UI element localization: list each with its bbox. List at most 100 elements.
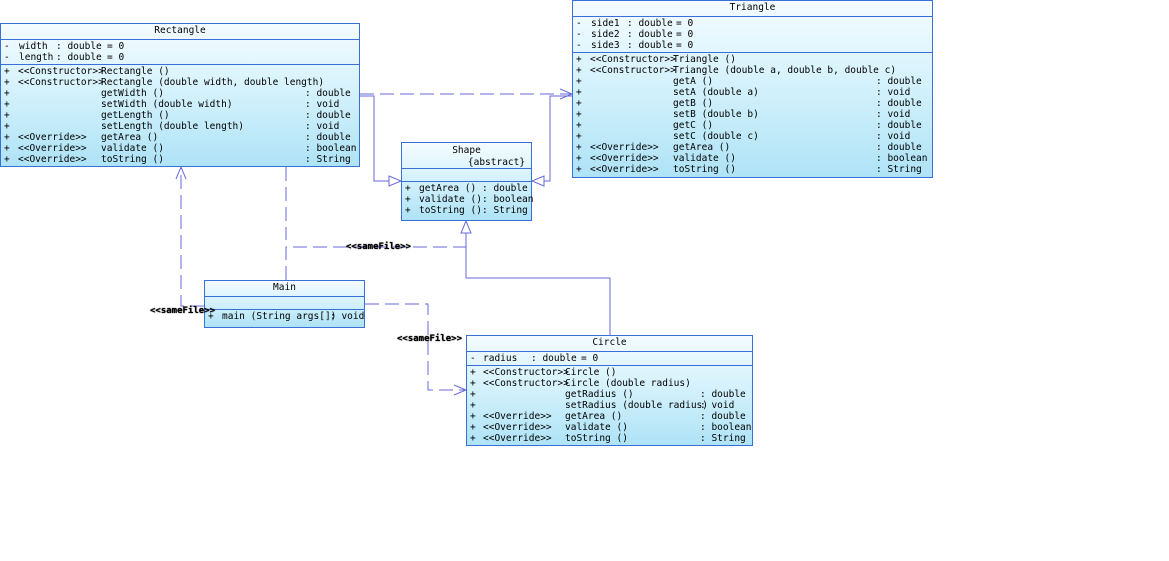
operations-compartment: +<<Constructor>>Circle ()+<<Constructor>… <box>467 366 752 445</box>
visibility-marker: + <box>4 121 10 132</box>
operation-return-type: : double <box>700 389 746 400</box>
class-triangle[interactable]: Triangle -side1: double= 0-side2: double… <box>572 0 933 178</box>
operation-signature: toString () <box>673 164 736 175</box>
attribute-initial-value: = 0 <box>676 29 694 40</box>
operation-signature: Triangle (double a, double b, double c) <box>673 65 897 76</box>
operation-return-type: : void <box>330 311 365 322</box>
operation-row[interactable]: +<<Constructor>>Rectangle () <box>1 66 359 77</box>
class-stereotype: {abstract} <box>467 157 526 168</box>
operation-return-type: : String <box>876 164 922 175</box>
attribute-initial-value: = 0 <box>107 52 125 63</box>
operation-stereotype: <<Override>> <box>18 154 87 165</box>
visibility-marker: + <box>470 367 476 378</box>
operation-signature: Circle (double radius) <box>565 378 691 389</box>
class-circle[interactable]: Circle -radius: double= 0 +<<Constructor… <box>466 335 753 446</box>
operation-return-type: : boolean <box>482 194 534 205</box>
operation-row[interactable]: +getA (): double <box>573 76 932 87</box>
operation-row[interactable]: +<<Override>>validate (): boolean <box>1 143 359 154</box>
operation-row[interactable]: +setB (double b): void <box>573 109 932 120</box>
operation-stereotype: <<Override>> <box>483 411 552 422</box>
operation-stereotype: <<Constructor>> <box>18 77 104 88</box>
attribute-row[interactable]: -side1: double= 0 <box>573 18 932 29</box>
operation-row[interactable]: +setLength (double length): void <box>1 121 359 132</box>
operation-return-type: : void <box>876 131 911 142</box>
attribute-row[interactable]: -radius: double= 0 <box>467 353 752 364</box>
operation-signature: main (String args[]) <box>222 311 337 322</box>
operation-signature: getB () <box>673 98 714 109</box>
operation-row[interactable]: +getRadius (): double <box>467 389 752 400</box>
operation-signature: getArea () <box>565 411 623 422</box>
class-shape[interactable]: Shape {abstract} +getArea (): double+val… <box>401 142 534 221</box>
visibility-marker: + <box>576 131 582 142</box>
class-name: Main <box>205 281 364 297</box>
operation-return-type: : void <box>700 400 735 411</box>
class-rectangle[interactable]: Rectangle -width: double= 0-length: doub… <box>0 23 360 167</box>
operation-signature: setLength (double length) <box>101 121 244 132</box>
operation-row[interactable]: +setA (double a): void <box>573 87 932 98</box>
operation-row[interactable]: +validate (): boolean <box>402 194 534 205</box>
visibility-marker: + <box>4 77 10 88</box>
operation-row[interactable]: +<<Override>>toString (): String <box>1 154 359 165</box>
operation-row[interactable]: +setWidth (double width): void <box>1 99 359 110</box>
operation-return-type: : String <box>305 154 351 165</box>
operation-row[interactable]: +<<Constructor>>Triangle (double a, doub… <box>573 65 932 76</box>
visibility-marker: + <box>576 153 582 164</box>
operation-row[interactable]: +getB (): double <box>573 98 932 109</box>
operation-row[interactable]: +<<Override>>getArea (): double <box>573 142 932 153</box>
operation-signature: toString () <box>565 433 628 444</box>
operation-row[interactable]: +<<Override>>toString (): String <box>467 433 752 444</box>
visibility-marker: + <box>405 205 411 216</box>
generalization-circle-shape <box>465 221 611 335</box>
operation-stereotype: <<Constructor>> <box>590 65 676 76</box>
operation-signature: setA (double a) <box>673 87 759 98</box>
attribute-row[interactable]: -length: double= 0 <box>1 52 359 63</box>
attribute-type: : double <box>531 353 577 364</box>
operation-signature: Rectangle (double width, double length) <box>101 77 325 88</box>
operation-row[interactable]: +toString (): String <box>402 205 531 216</box>
dependency-main-rectangle <box>180 167 204 307</box>
operation-row[interactable]: +<<Constructor>>Triangle () <box>573 54 932 65</box>
attribute-row[interactable]: -width: double= 0 <box>1 41 359 52</box>
operation-row[interactable]: +<<Constructor>>Circle () <box>467 367 752 378</box>
operation-row[interactable]: +<<Override>>getArea (): double <box>467 411 752 422</box>
class-header: Shape {abstract} <box>402 143 531 169</box>
operation-signature: setRadius (double radius) <box>565 400 708 411</box>
operation-signature: getA () <box>673 76 714 87</box>
attribute-row[interactable]: -side2: double= 0 <box>573 29 932 40</box>
visibility-marker: - <box>576 29 582 40</box>
operation-row[interactable]: +getC (): double <box>573 120 932 131</box>
operation-return-type: : double <box>876 142 922 153</box>
operation-return-type: : void <box>876 87 911 98</box>
class-name: Rectangle <box>1 24 359 40</box>
operation-signature: getLength () <box>101 110 170 121</box>
operation-row[interactable]: +<<Override>>getArea (): double <box>1 132 359 143</box>
operation-signature: toString () <box>419 205 482 216</box>
attribute-initial-value: = 0 <box>107 41 125 52</box>
operation-row[interactable]: +getWidth (): double <box>1 88 359 99</box>
attributes-compartment: -side1: double= 0-side2: double= 0-side3… <box>573 17 932 53</box>
generalization-arrowhead-triangle <box>530 175 545 187</box>
operation-row[interactable]: +<<Override>>toString (): String <box>573 164 932 175</box>
operation-stereotype: <<Constructor>> <box>483 378 569 389</box>
operation-row[interactable]: +<<Override>>validate (): boolean <box>467 422 752 433</box>
operation-row[interactable]: +main (String args[]): void <box>205 311 364 322</box>
operation-row[interactable]: + setRadius (double radius): void <box>467 400 752 411</box>
visibility-marker: + <box>470 433 476 444</box>
attribute-row[interactable]: -side3: double= 0 <box>573 40 932 51</box>
operation-return-type: : String <box>700 433 746 444</box>
operation-row[interactable]: + <<Constructor>>Rectangle (double width,… <box>1 77 359 88</box>
class-main[interactable]: Main +main (String args[]): void <box>204 280 365 328</box>
visibility-marker: + <box>470 378 476 389</box>
operation-row[interactable]: +<<Override>>validate (): boolean <box>573 153 932 164</box>
operation-row[interactable]: +setC (double c): void <box>573 131 932 142</box>
operation-stereotype: <<Override>> <box>18 143 87 154</box>
operation-row[interactable]: +getArea (): double <box>402 183 531 194</box>
operation-signature: validate () <box>673 153 736 164</box>
visibility-marker: + <box>470 400 476 411</box>
operation-row[interactable]: + <<Constructor>>Circle (double radius) <box>467 378 752 389</box>
visibility-marker: + <box>576 109 582 120</box>
operation-row[interactable]: +getLength (): double <box>1 110 359 121</box>
visibility-marker: + <box>4 143 10 154</box>
attribute-type: : double <box>627 18 673 29</box>
attribute-initial-value: = 0 <box>676 18 694 29</box>
